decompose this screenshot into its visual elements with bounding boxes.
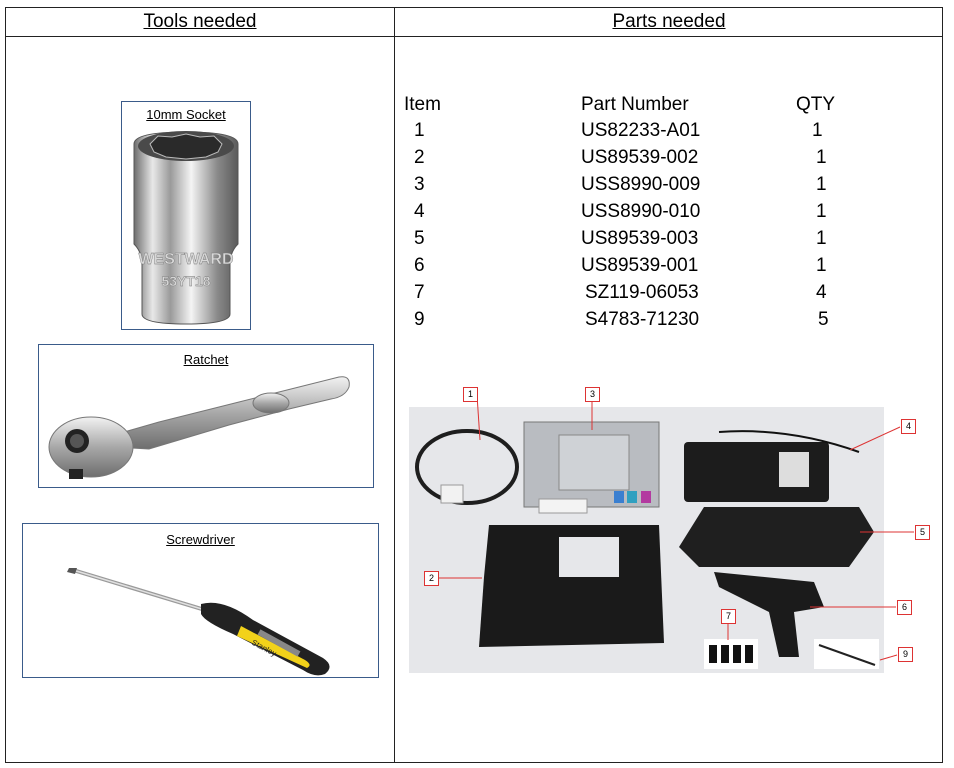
cover-bracket-part	[679, 507, 874, 567]
cell-part-number: US89539-003	[581, 228, 699, 249]
screwdriver-icon: Stanley	[67, 568, 330, 676]
tool-ratchet-label: Ratchet	[183, 352, 229, 367]
cell-item: 2	[414, 147, 425, 168]
mount-bracket-part	[714, 572, 824, 657]
column-header-part-number: Part Number	[581, 94, 689, 115]
cell-part-number: S4783-71230	[585, 309, 700, 330]
cell-part-number: US89539-001	[581, 255, 699, 276]
cell-part-number: USS8990-010	[581, 201, 701, 222]
cell-item: 9	[414, 309, 425, 330]
cell-qty: 1	[816, 147, 827, 168]
cable-tie-part	[814, 639, 879, 669]
cell-item: 4	[414, 201, 425, 222]
cell-qty: 4	[816, 282, 827, 303]
callout-label: 6	[897, 600, 912, 615]
cell-item: 1	[414, 120, 425, 141]
tool-socket-label: 10mm Socket	[146, 107, 226, 122]
callout-label: 9	[898, 647, 913, 662]
column-header-qty: QTY	[796, 94, 836, 115]
socket-brand-text: WESTWARD	[138, 251, 233, 268]
cell-item: 7	[414, 282, 425, 303]
cell-part-number: US82233-A01	[581, 120, 701, 141]
callout-label: 1	[463, 387, 478, 402]
requirements-table: Tools needed Parts needed	[5, 7, 943, 763]
cell-part-number: SZ119-06053	[585, 282, 699, 303]
cell-item: 6	[414, 255, 425, 276]
column-divider	[394, 8, 395, 762]
tool-screwdriver-label: Screwdriver	[166, 532, 235, 547]
cell-qty: 1	[816, 201, 827, 222]
callout-label: 7	[721, 609, 736, 624]
cell-qty: 1	[816, 174, 827, 195]
socket-icon: WESTWARD 53YT18	[133, 131, 239, 325]
tools-header: Tools needed	[143, 11, 257, 32]
socket-code-text: 53YT18	[161, 273, 210, 289]
parts-illustration	[409, 407, 884, 673]
tool-ratchet: Ratchet	[38, 344, 374, 488]
header-divider	[6, 36, 942, 37]
cell-part-number: USS8990-009	[581, 174, 701, 195]
callout-label: 4	[901, 419, 916, 434]
cell-qty: 1	[816, 255, 827, 276]
cell-part-number: US89539-002	[581, 147, 699, 168]
parts-photo	[409, 407, 884, 673]
cell-qty: 1	[812, 120, 823, 141]
parts-header: Parts needed	[612, 11, 726, 32]
callout-label: 2	[424, 571, 439, 586]
bolts-part	[704, 639, 758, 669]
cell-item: 5	[414, 228, 425, 249]
callout-label: 5	[915, 525, 930, 540]
ratchet-icon	[48, 376, 350, 479]
cell-qty: 1	[816, 228, 827, 249]
cell-qty: 5	[818, 309, 829, 330]
tool-socket: 10mm Socket WESTWARD 53YT18	[121, 101, 251, 330]
cell-item: 3	[414, 174, 425, 195]
tool-screwdriver: Screwdriver Stanley	[22, 523, 379, 678]
cable-part	[415, 429, 519, 505]
callout-label: 3	[585, 387, 600, 402]
column-header-item: Item	[404, 94, 441, 115]
